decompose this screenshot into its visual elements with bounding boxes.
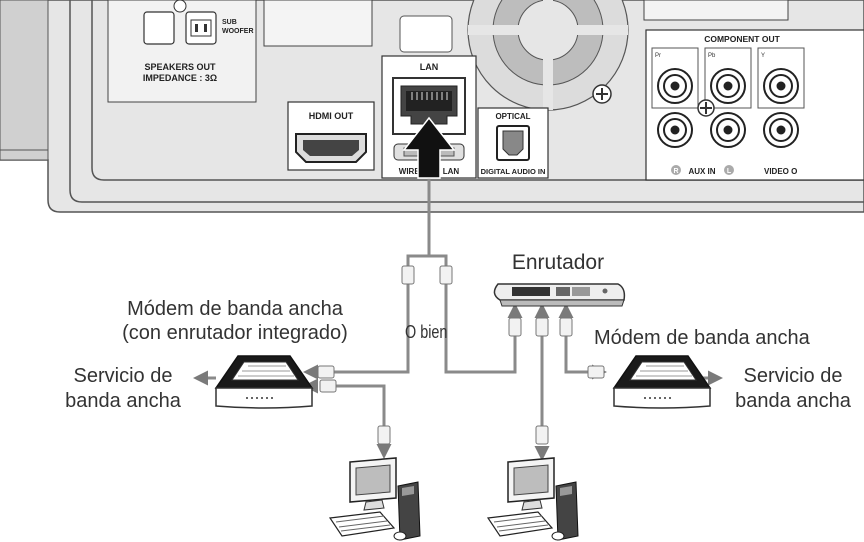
- cooling-fan: [467, 0, 629, 111]
- pr-label: Pr: [655, 53, 661, 59]
- lan-label: LAN: [420, 62, 439, 72]
- video-out-label: VIDEO O: [764, 167, 797, 176]
- component-out-label: COMPONENT OUT: [704, 34, 780, 44]
- optical-block: OPTICAL DIGITAL AUDIO IN: [477, 107, 549, 179]
- cable-main: [330, 178, 431, 374]
- pb-label: Pb: [708, 53, 716, 59]
- network-cables: [200, 178, 716, 440]
- impedance-label: IMPEDANCE : 3Ω: [143, 73, 217, 83]
- digital-audio-in-label: DIGITAL AUDIO IN: [481, 167, 546, 176]
- cable-modem-pc: [336, 384, 386, 430]
- speaker-terminal-area: SUB WOOFER SPEAKERS OUT IMPEDANCE : 3Ω: [107, 0, 257, 103]
- router-icon: [493, 283, 626, 307]
- r-label: R: [673, 168, 678, 175]
- modem-integrated-label-line1: Módem de banda ancha: [127, 298, 343, 320]
- computer-right-icon: [486, 457, 579, 541]
- lan-insert-arrow: [402, 116, 456, 179]
- subwoofer-label-bottom: WOOFER: [222, 28, 254, 35]
- modem-label: Módem de banda ancha: [594, 327, 810, 349]
- ethernet-slot-box: [399, 15, 453, 53]
- vent-box: [263, 0, 373, 47]
- screw-icon: [697, 99, 715, 117]
- modem-integrated-router-icon: [214, 355, 314, 409]
- modem-icon: [612, 355, 712, 409]
- screw-icon: [592, 84, 612, 104]
- l-label: L: [727, 168, 732, 175]
- subwoofer-label-top: SUB: [222, 19, 237, 26]
- or-label: O bien: [405, 322, 448, 342]
- hdmi-out-label: HDMI OUT: [309, 111, 354, 121]
- y-label: Y: [761, 53, 765, 59]
- optical-label: OPTICAL: [495, 112, 530, 121]
- modem-integrated-label-line2: (con enrutador integrado): [122, 322, 348, 344]
- cable-connectors: [317, 265, 605, 445]
- router-label: Enrutador: [511, 251, 605, 274]
- service-right-line1: Servicio de: [743, 365, 843, 387]
- service-right-line2: banda ancha: [735, 390, 851, 412]
- cable-router: [429, 254, 517, 374]
- top-right-box: [643, 0, 789, 21]
- service-left-line1: Servicio de: [73, 365, 173, 387]
- service-left-line2: banda ancha: [65, 390, 181, 412]
- aux-in-label: AUX IN: [688, 167, 715, 176]
- speakers-out-label: SPEAKERS OUT: [144, 62, 216, 72]
- computer-left-icon: [328, 457, 421, 541]
- hdmi-out-block: HDMI OUT: [287, 101, 375, 171]
- component-out-block: COMPONENT OUT Pr Pb Y R AUX IN L VIDEO O: [645, 29, 864, 181]
